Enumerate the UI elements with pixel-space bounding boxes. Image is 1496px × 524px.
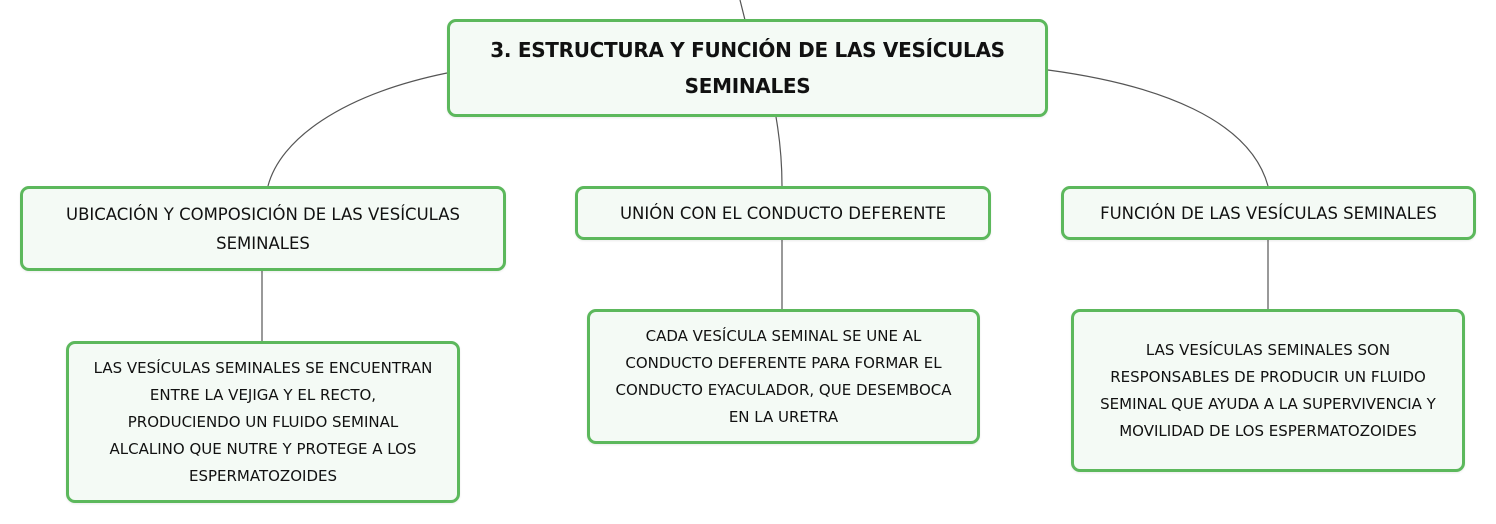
detail-node-ubicacion[interactable]: LAS VESÍCULAS SEMINALES SE ENCUENTRAN EN… xyxy=(66,341,460,503)
node-text-line: PRODUCIENDO UN FLUIDO SEMINAL xyxy=(127,412,399,431)
connector-root-to-funcion xyxy=(1047,69,1269,187)
node-text-line: SEMINALES xyxy=(216,233,310,253)
node-text-line: MOVILIDAD DE LOS ESPERMATOZOIDES xyxy=(1119,421,1417,440)
root-topic-line: SEMINALES xyxy=(684,74,811,98)
node-text-line: RESPONSABLES DE PRODUCIR UN FLUIDO xyxy=(1110,367,1426,386)
node-text-line: LAS VESÍCULAS SEMINALES SON xyxy=(1145,340,1391,359)
root-topic-node[interactable]: 3. ESTRUCTURA Y FUNCIÓN DE LAS VESÍCULAS… xyxy=(447,19,1048,117)
connector-root-to-ubicacion xyxy=(267,72,448,187)
node-text-line: CADA VESÍCULA SEMINAL SE UNE AL xyxy=(645,326,922,345)
detail-node-funcion[interactable]: LAS VESÍCULAS SEMINALES SON RESPONSABLES… xyxy=(1071,309,1465,472)
node-text-line: CONDUCTO DEFERENTE PARA FORMAR EL xyxy=(625,353,942,372)
node-text-line: ENTRE LA VEJIGA Y EL RECTO, xyxy=(149,385,377,404)
detail-node-union[interactable]: CADA VESÍCULA SEMINAL SE UNE AL CONDUCTO… xyxy=(587,309,980,444)
node-text-line: SEMINAL QUE AYUDA A LA SUPERVIVENCIA Y xyxy=(1100,394,1436,413)
node-text-line: CONDUCTO EYACULADOR, QUE DESEMBOCA xyxy=(615,380,952,399)
node-text-line: ESPERMATOZOIDES xyxy=(188,466,337,485)
connector-root-to-union xyxy=(775,116,783,187)
root-topic-line: 3. ESTRUCTURA Y FUNCIÓN DE LAS VESÍCULAS xyxy=(490,38,1005,62)
node-text-line: ALCALINO QUE NUTRE Y PROTEGE A LOS xyxy=(109,439,417,458)
node-text-line: UNIÓN CON EL CONDUCTO DEFERENTE xyxy=(619,203,947,223)
branch-node-funcion[interactable]: FUNCIÓN DE LAS VESÍCULAS SEMINALES xyxy=(1061,186,1476,240)
node-text-line: EN LA URETRA xyxy=(728,407,839,426)
branch-node-union[interactable]: UNIÓN CON EL CONDUCTO DEFERENTE xyxy=(575,186,991,240)
node-text-line: LAS VESÍCULAS SEMINALES SE ENCUENTRAN xyxy=(93,358,433,377)
node-text-line: UBICACIÓN Y COMPOSICIÓN DE LAS VESÍCULAS xyxy=(66,204,460,224)
branch-node-ubicacion[interactable]: UBICACIÓN Y COMPOSICIÓN DE LAS VESÍCULAS… xyxy=(20,186,506,271)
connector-parent-to-root xyxy=(739,0,746,21)
node-text-line: FUNCIÓN DE LAS VESÍCULAS SEMINALES xyxy=(1100,203,1437,223)
